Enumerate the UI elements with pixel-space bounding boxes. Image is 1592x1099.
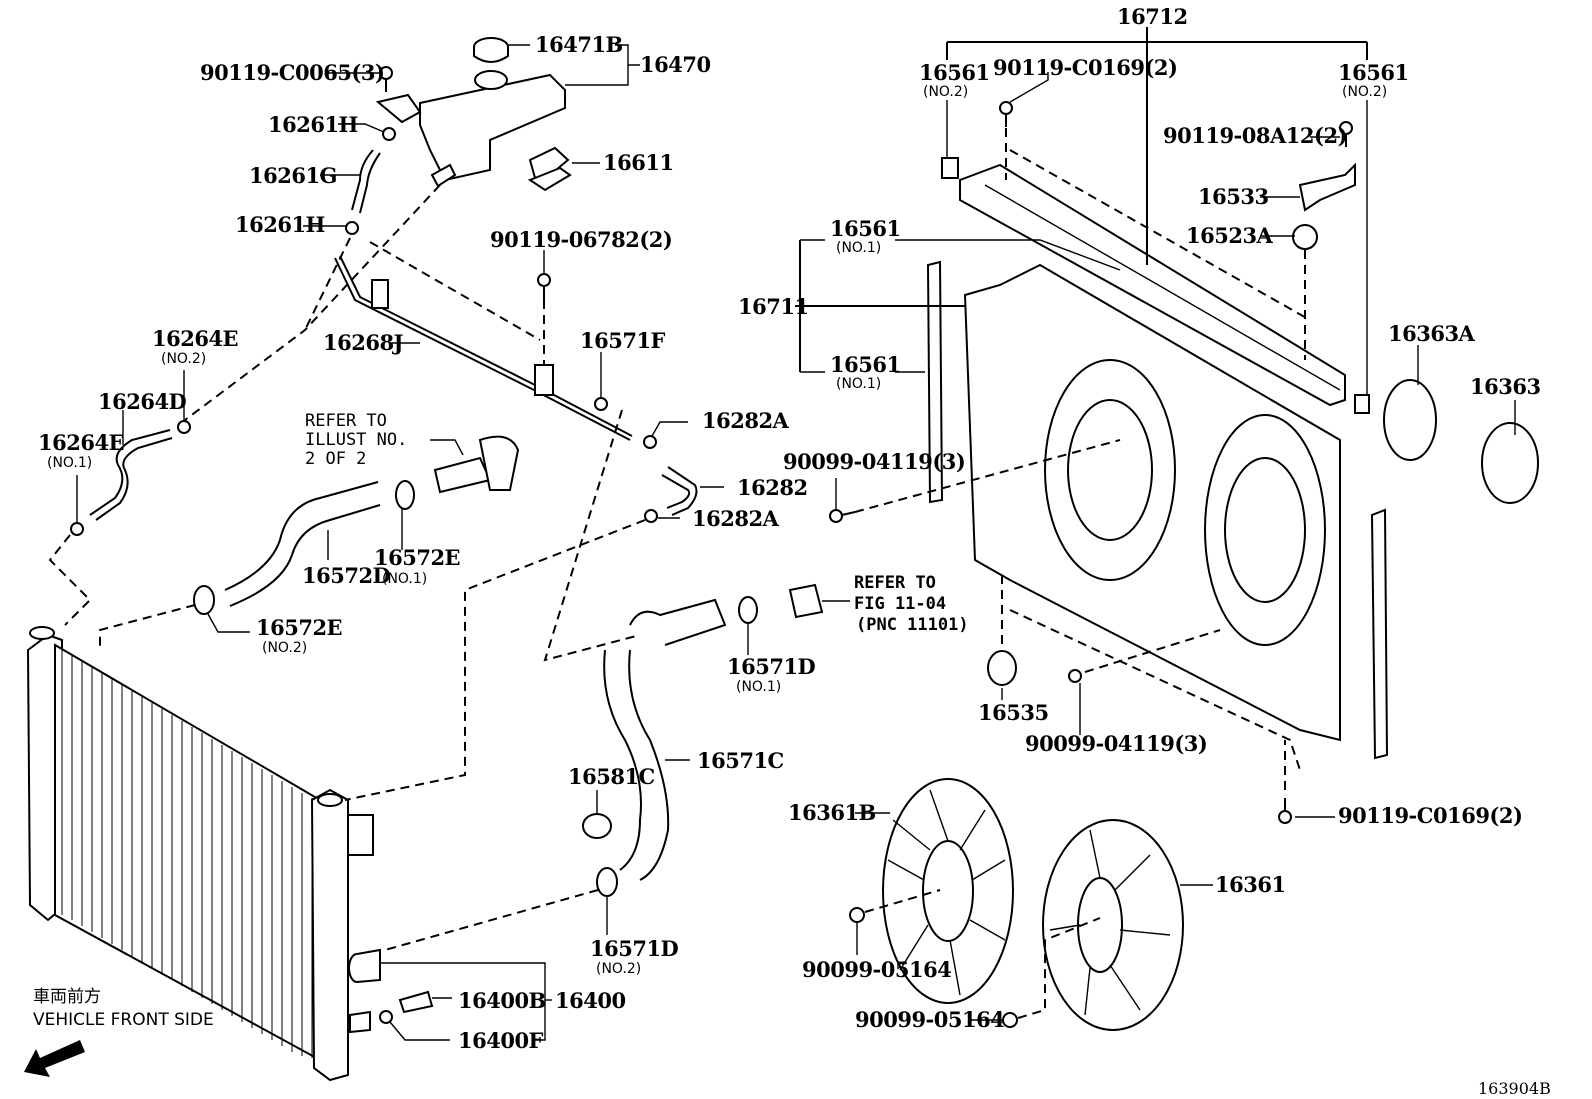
part-label-16712[interactable]: 16712 (1117, 4, 1188, 29)
part-labels: 16712 16561 (NO.2) 90119-C0169(2) 16561 … (38, 4, 1541, 1053)
part-sublabel-16561-no2-right: (NO.2) (1342, 84, 1387, 100)
part-label-16572E-no1[interactable]: 16572E (374, 545, 461, 570)
part-label-16268J[interactable]: 16268J (323, 330, 404, 355)
part-label-16363A[interactable]: 16363A (1388, 321, 1476, 346)
part-label-90119-08A12[interactable]: 90119-08A12(2) (1163, 123, 1348, 148)
part-label-16535[interactable]: 16535 (978, 700, 1049, 725)
part-label-16523A[interactable]: 16523A (1186, 223, 1274, 248)
part-label-16400[interactable]: 16400 (555, 988, 626, 1013)
radiator-assembly-drawing (26, 626, 381, 1082)
part-label-16361B[interactable]: 16361B (788, 800, 876, 825)
part-label-16261H-bottom[interactable]: 16261H (235, 212, 325, 237)
part-label-16261G[interactable]: 16261G (249, 163, 338, 188)
part-label-90099-04119-left[interactable]: 90099-04119(3) (783, 449, 966, 474)
part-label-16400B[interactable]: 16400B (458, 988, 546, 1013)
part-label-16561-no1-top[interactable]: 16561 (830, 216, 901, 241)
part-label-16264D[interactable]: 16264D (98, 389, 187, 414)
part-label-16264E-no1[interactable]: 16264E (38, 430, 125, 455)
refer-fig-note-line2[interactable]: FIG 11-04 (854, 594, 946, 614)
fan-shroud-drawing (829, 101, 1539, 824)
refer-fig-note-line3[interactable]: (PNC 11101) (856, 615, 969, 635)
part-label-90119-C0169-bottom[interactable]: 90119-C0169(2) (1338, 803, 1523, 828)
part-label-16571D-no1[interactable]: 16571D (727, 654, 816, 679)
part-sublabel-16561-no1-bottom: (NO.1) (836, 376, 881, 392)
radiator-core-fins (61, 650, 313, 1058)
part-label-16561-no2-left[interactable]: 16561 (919, 60, 990, 85)
part-label-16572D[interactable]: 16572D (302, 563, 391, 588)
arrow-down-left-icon (24, 1040, 85, 1077)
refer-fig-note-line1[interactable]: REFER TO (854, 573, 936, 593)
figure-id: 163904B (1478, 1079, 1551, 1098)
refer-illust-note-line2[interactable]: ILLUST NO. (305, 430, 407, 450)
vehicle-orientation-indicator: 車両前方 VEHICLE FRONT SIDE (24, 987, 214, 1077)
part-sublabel-16561-no2-left: (NO.2) (923, 84, 968, 100)
reservoir-tank-drawing (375, 37, 570, 188)
part-label-16711[interactable]: 16711 (738, 294, 809, 319)
vehicle-front-label-en: VEHICLE FRONT SIDE (33, 1010, 214, 1030)
part-label-16400F[interactable]: 16400F (458, 1028, 544, 1053)
part-label-90099-05164-b[interactable]: 90099-05164 (855, 1007, 1005, 1032)
vehicle-front-label-jp: 車両前方 (33, 987, 101, 1007)
part-label-90119-C0065[interactable]: 90119-C0065(3) (200, 60, 385, 85)
part-sublabel-16572E-no1: (NO.1) (382, 571, 427, 587)
part-label-16363[interactable]: 16363 (1470, 374, 1541, 399)
part-label-16282[interactable]: 16282 (737, 475, 808, 500)
part-label-16282A-top[interactable]: 16282A (702, 408, 790, 433)
part-label-16561-no2-right[interactable]: 16561 (1338, 60, 1409, 85)
part-label-16611[interactable]: 16611 (603, 150, 674, 175)
part-label-16571D-no2[interactable]: 16571D (590, 936, 679, 961)
part-label-90099-05164-a[interactable]: 90099-05164 (802, 957, 952, 982)
part-label-90099-04119-bottom[interactable]: 90099-04119(3) (1025, 731, 1208, 756)
part-label-16282A-bottom[interactable]: 16282A (692, 506, 780, 531)
leader-lines (76, 27, 1516, 1041)
part-label-16561-no1-bottom[interactable]: 16561 (830, 352, 901, 377)
refer-illust-note-line1[interactable]: REFER TO (305, 411, 387, 431)
assembly-dashed-lines (48, 128, 1311, 1019)
part-label-90119-C0169-top[interactable]: 90119-C0169(2) (993, 55, 1178, 80)
reference-notes: REFER TO ILLUST NO. 2 OF 2 REFER TO FIG … (305, 411, 969, 635)
part-sublabel-16571D-no1: (NO.1) (736, 679, 781, 695)
part-label-16571F[interactable]: 16571F (580, 328, 666, 353)
part-sublabel-16572E-no2: (NO.2) (262, 640, 307, 656)
part-sublabel-16264E-no1: (NO.1) (47, 455, 92, 471)
part-label-16471B[interactable]: 16471B (535, 32, 623, 57)
part-label-90119-06782[interactable]: 90119-06782(2) (490, 227, 673, 252)
small-hoses-clamps-drawing (70, 66, 824, 1024)
part-label-16361[interactable]: 16361 (1215, 872, 1286, 897)
part-label-16571C[interactable]: 16571C (697, 748, 784, 773)
part-label-16533[interactable]: 16533 (1198, 184, 1269, 209)
part-sublabel-16571D-no2: (NO.2) (596, 961, 641, 977)
part-sublabel-16264E-no2: (NO.2) (161, 351, 206, 367)
part-label-16264E-no2[interactable]: 16264E (152, 326, 239, 351)
part-sublabel-16561-no1-top: (NO.1) (836, 240, 881, 256)
cooling-fans-drawing (849, 778, 1184, 1031)
part-label-16261H-top[interactable]: 16261H (268, 112, 358, 137)
part-label-16581C[interactable]: 16581C (568, 764, 655, 789)
refer-illust-note-line3[interactable]: 2 OF 2 (305, 449, 366, 469)
part-label-16572E-no2[interactable]: 16572E (256, 615, 343, 640)
part-label-16470[interactable]: 16470 (640, 52, 711, 77)
